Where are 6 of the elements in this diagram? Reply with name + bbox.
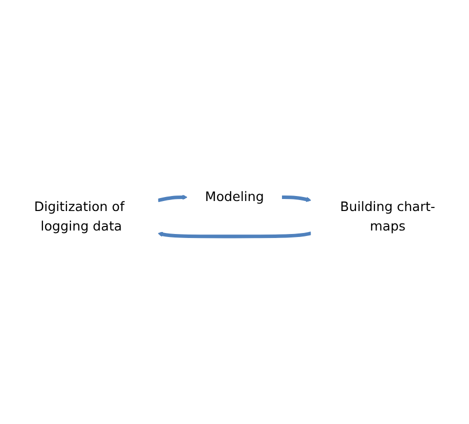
arrow xyxy=(158,232,312,238)
node-text: Modeling xyxy=(205,190,264,205)
arrow xyxy=(282,196,312,202)
node-text: Building chart-maps xyxy=(340,200,436,234)
node-text: Digitization of logging data xyxy=(34,200,124,234)
arrow xyxy=(158,194,188,202)
